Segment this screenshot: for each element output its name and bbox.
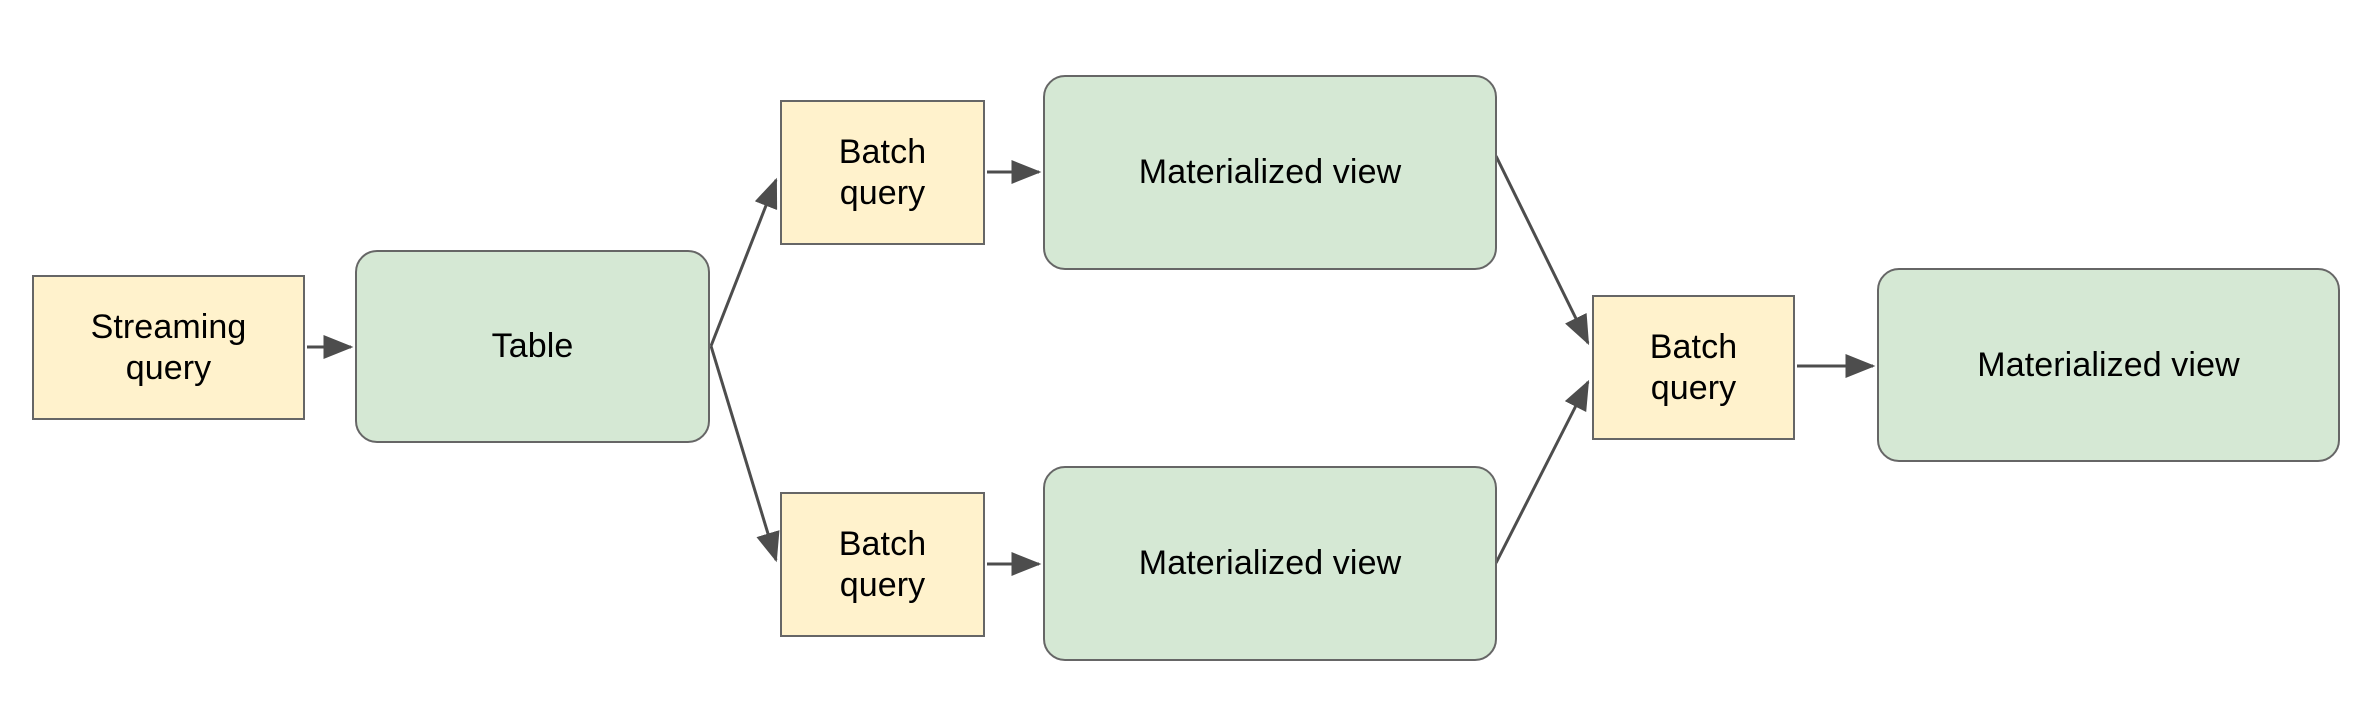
node-table-label: Table: [491, 327, 574, 366]
node-materialized-view-top-label: Materialized view: [1138, 153, 1402, 192]
edge-table-to-batch-top: [709, 177, 778, 347]
node-table[interactable]: Table: [355, 250, 710, 443]
node-streaming-query[interactable]: Streaming query: [32, 275, 305, 420]
node-batch-query-top[interactable]: Batch query: [780, 100, 985, 245]
node-materialized-view-final[interactable]: Materialized view: [1877, 268, 2340, 462]
node-materialized-view-final-label: Materialized view: [1977, 345, 2240, 384]
node-materialized-view-bottom-label: Materialized view: [1138, 544, 1402, 583]
node-batch-query-bottom[interactable]: Batch query: [780, 492, 985, 637]
node-materialized-view-bottom[interactable]: Materialized view: [1043, 466, 1497, 661]
edge-mv-bottom-to-batch-join: [1494, 379, 1590, 564]
edge-table-to-batch-bottom: [709, 345, 780, 563]
node-batch-query-join[interactable]: Batch query: [1592, 295, 1795, 440]
edge-mv-top-to-batch-join: [1494, 155, 1590, 346]
node-batch-query-join-label: Batch query: [1649, 328, 1738, 407]
node-batch-query-bottom-label: Batch query: [838, 525, 927, 604]
node-materialized-view-top[interactable]: Materialized view: [1043, 75, 1497, 270]
node-batch-query-top-label: Batch query: [838, 133, 927, 212]
node-streaming-query-label: Streaming query: [90, 308, 247, 387]
